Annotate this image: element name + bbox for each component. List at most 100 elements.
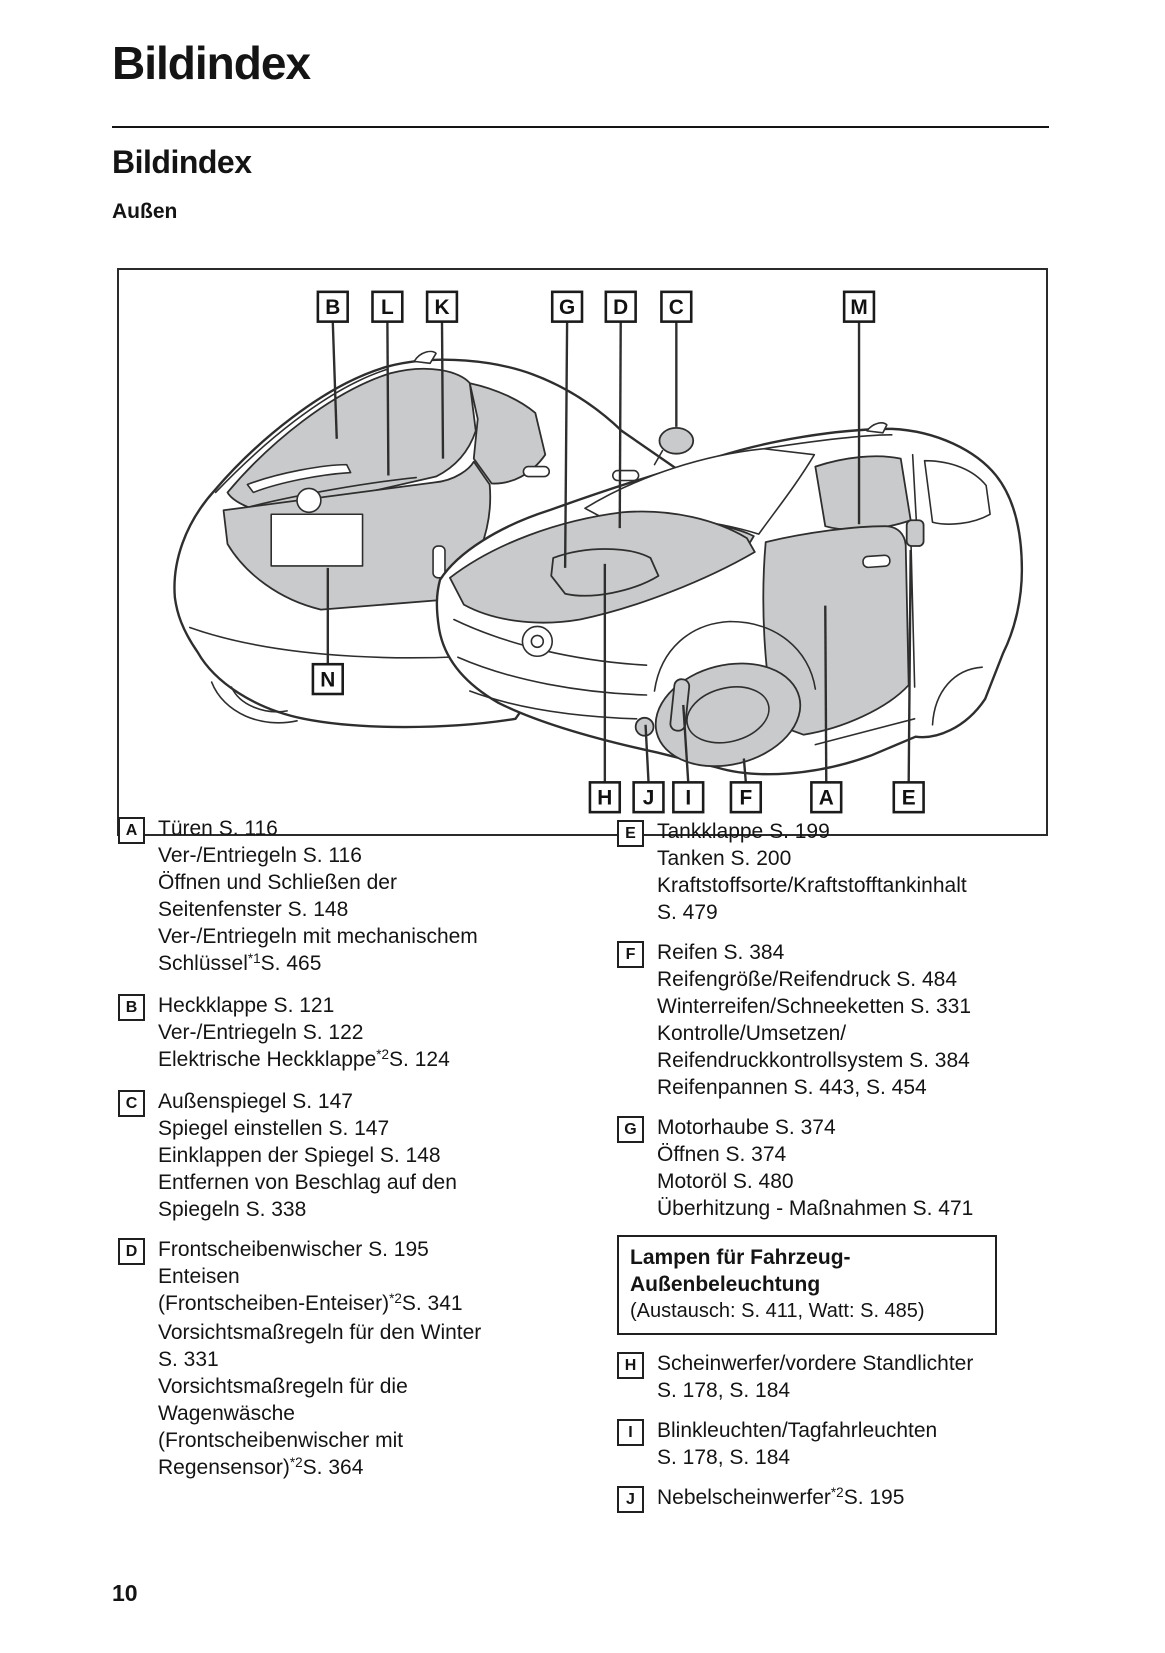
superscript-note-ref: *2: [389, 1291, 402, 1306]
index-entry-line: Frontscheibenwischer S. 195: [158, 1238, 429, 1261]
callout-letter-box: B: [118, 994, 145, 1021]
superscript-note-ref: *2: [376, 1047, 390, 1062]
section-title: Bildindex: [112, 144, 252, 180]
callout-G: G: [550, 290, 584, 568]
callout-letter-frame: [311, 662, 344, 696]
fuel-door-shaded: [905, 519, 925, 547]
index-entry-line: Vorsichtsmaßregeln für den Winter: [158, 1321, 482, 1344]
callout-letter: J: [643, 787, 655, 810]
callout-letter-frame: [660, 290, 693, 323]
callout-letter-box: F: [617, 941, 644, 968]
callout-letter-box: H: [617, 1352, 644, 1379]
index-entry-line: Ver-/Entriegeln S. 122: [158, 1021, 364, 1044]
rear-quarter-shaded: [468, 382, 547, 485]
callout-letter: H: [597, 787, 612, 810]
callout-leader-line: [682, 704, 690, 783]
rear-arch-line: [931, 666, 983, 726]
callout-letter-box: C: [118, 1090, 145, 1117]
callout-L: L: [371, 290, 404, 476]
license-plate-recess: [270, 513, 364, 567]
callout-letter-frame: [371, 290, 404, 323]
antenna-fin-rear-car: [413, 350, 437, 365]
index-entry-line: Ver-/Entriegeln S. 116: [158, 844, 362, 867]
index-entry-line: Öffnen und Schließen der: [158, 871, 397, 894]
front-emblem-inner: [530, 634, 545, 649]
callout-letter: C: [669, 296, 684, 319]
superscript-note-ref: *2: [830, 1485, 844, 1500]
callout-D: D: [604, 290, 637, 529]
callout-leader-line: [742, 758, 748, 783]
index-entry-line: Einklappen der Spiegel S. 148: [158, 1144, 441, 1167]
callout-letter: E: [902, 787, 916, 810]
callout-letter: I: [685, 787, 691, 810]
callout-letter-frame: [729, 781, 763, 814]
callout-letter-box: G: [617, 1116, 644, 1143]
superscript-note-ref: *2: [289, 1455, 303, 1470]
b-pillar-line: [911, 453, 918, 527]
index-entry-line: Blinkleuchten/Tagfahrleuchten: [657, 1419, 938, 1442]
note-box-title-line: Außenbeleuchtung: [630, 1273, 821, 1296]
front-door-shaded: [762, 525, 910, 736]
index-entry-line: (Frontscheiben-Enteiser)*2S. 341: [158, 1291, 463, 1315]
index-entry-line: Motoröl S. 480: [657, 1170, 794, 1193]
rear-emblem: [296, 487, 322, 514]
front-door-handle: [862, 554, 891, 569]
callout-leader-line: [440, 321, 445, 459]
index-entry-line: Kraftstoffsorte/Kraftstofftankinhalt: [657, 874, 967, 897]
callout-letter: K: [434, 296, 449, 319]
index-entry-line: Überhitzung - Maßnahmen S. 471: [657, 1197, 974, 1220]
callout-M: M: [842, 290, 876, 525]
rear-wheel-inner-arc: [230, 686, 288, 713]
header-rule: [112, 126, 1049, 128]
callout-letter-frame: [672, 781, 705, 814]
exterior-lamps-note-box: Lampen für Fahrzeug-Außenbeleuchtung(Aus…: [617, 1235, 997, 1335]
callout-letter-box: A: [118, 817, 145, 844]
index-entry-line: Türen S. 116: [158, 817, 278, 840]
callout-letter-frame: [604, 290, 637, 323]
callout-leader-line: [331, 321, 338, 439]
rear-wheel-arc: [210, 681, 298, 724]
door-handle-2: [611, 469, 640, 482]
subsection-title: Außen: [112, 200, 178, 223]
callout-leader-line: [644, 724, 650, 783]
index-entry-line: Ver-/Entriegeln mit mechanischem: [158, 925, 478, 948]
door-window-shaded: [814, 455, 912, 531]
index-entry-line: Reifendruckkontrollsystem S. 384: [657, 1049, 970, 1072]
side-mirror-shaded: [653, 426, 695, 466]
callout-letter-frame: [550, 290, 584, 323]
index-entry-line: S. 479: [657, 901, 718, 924]
callout-H: H: [588, 563, 622, 814]
callout-letter: G: [559, 296, 575, 319]
index-entry-line: Reifen S. 384: [657, 941, 785, 964]
callout-letter: D: [613, 296, 628, 319]
rocker-line: [814, 718, 916, 746]
index-entry-line: Motorhaube S. 374: [657, 1116, 836, 1139]
index-entry-line: Reifengröße/Reifendruck S. 484: [657, 968, 957, 991]
callout-K: K: [425, 290, 459, 459]
callout-A: A: [810, 605, 843, 814]
callout-letter-frame: [425, 290, 459, 323]
callout-letter-box: I: [617, 1419, 644, 1446]
callout-F: F: [729, 758, 763, 814]
callout-letter-frame: [892, 781, 925, 814]
callout-E: E: [892, 550, 925, 814]
callout-N: N: [311, 567, 344, 696]
index-entry-line: Winterreifen/Schneeketten S. 331: [657, 995, 972, 1018]
grille-line-2: [457, 656, 648, 696]
callout-letter-box: J: [617, 1486, 644, 1513]
